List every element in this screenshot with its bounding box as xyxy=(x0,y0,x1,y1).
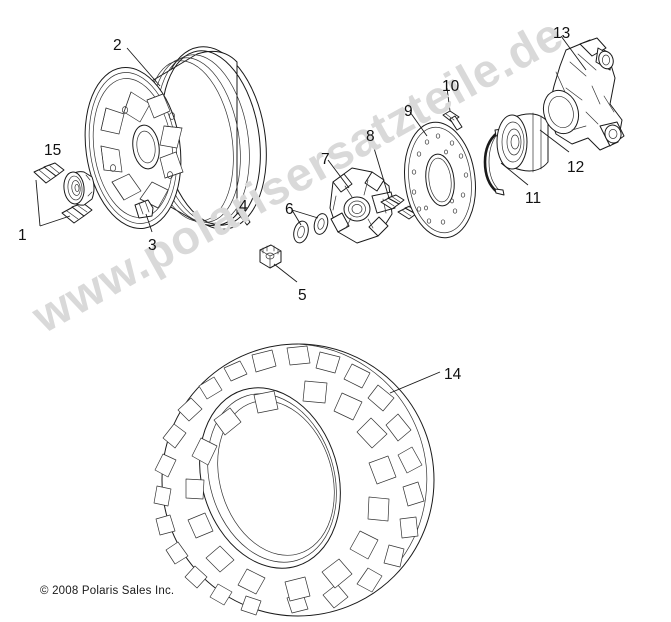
callout-2: 2 xyxy=(113,37,122,54)
steering-knuckle-part xyxy=(542,37,625,151)
callout-14: 14 xyxy=(444,366,462,383)
callout-3: 3 xyxy=(148,237,157,254)
copyright-notice: © 2008 Polaris Sales Inc. xyxy=(40,585,175,597)
callout-9: 9 xyxy=(404,103,413,120)
leader-lines xyxy=(35,35,587,394)
callout-10: 10 xyxy=(442,78,460,95)
callout-7: 7 xyxy=(321,151,330,168)
callout-13: 13 xyxy=(553,25,571,42)
wheel-lug-nut-part xyxy=(33,162,93,224)
hub-cap-part xyxy=(63,171,95,206)
disc-screw-part xyxy=(442,110,463,131)
callout-8: 8 xyxy=(366,128,375,145)
callout-12: 12 xyxy=(567,159,585,176)
valve-stem-part xyxy=(134,199,154,219)
wheel-rim-part xyxy=(84,46,267,230)
washer-part xyxy=(293,213,329,244)
callout-1: 1 xyxy=(18,227,27,244)
valve-core-pin-part xyxy=(236,209,251,226)
brake-disc-part xyxy=(404,121,476,239)
castle-nut-part xyxy=(259,244,282,269)
callout-4: 4 xyxy=(239,198,248,215)
callout-15: 15 xyxy=(44,142,62,159)
wheel-bearing-part xyxy=(496,112,549,173)
callout-6: 6 xyxy=(285,201,294,218)
callout-5: 5 xyxy=(298,287,307,304)
tire-part xyxy=(153,343,435,617)
callout-11: 11 xyxy=(525,190,542,207)
